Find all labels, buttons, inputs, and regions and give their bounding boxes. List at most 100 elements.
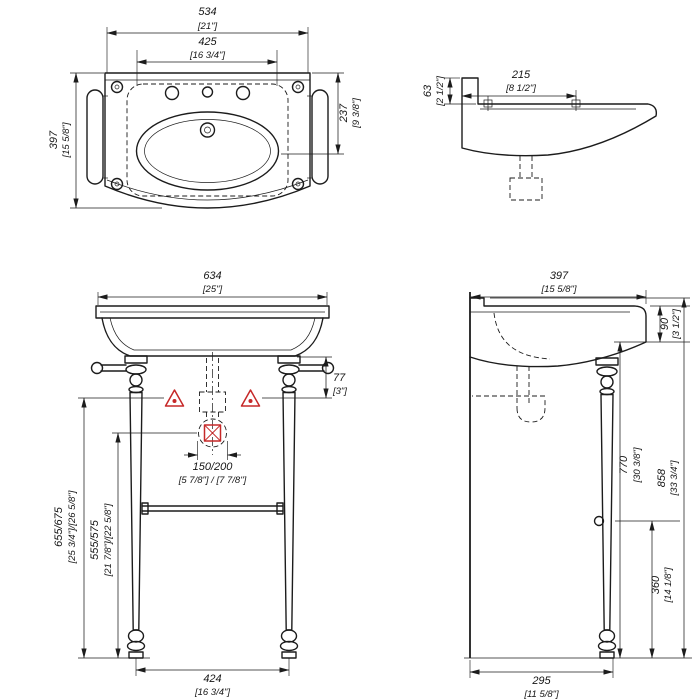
leg-capital-ball xyxy=(129,373,143,387)
dim-text-inch: [14 1/8"] xyxy=(663,567,674,603)
supply-symbol-right-dot xyxy=(248,399,253,403)
dim-text-inch: [9 3/8"] xyxy=(351,98,362,129)
bowl-inner xyxy=(144,119,271,183)
basin-front-rim xyxy=(95,305,330,319)
dim-text-mm: 634 xyxy=(203,270,221,282)
corner-rosette-center xyxy=(295,84,301,90)
dim-front-foot-spacing: 424 [16 3/4"] xyxy=(135,658,290,698)
corner-rosette-center xyxy=(114,84,120,90)
leg-collar xyxy=(281,385,297,394)
leg-foot-bulb xyxy=(280,629,298,643)
leg-left xyxy=(124,355,148,659)
leg-foot-disc xyxy=(597,640,617,652)
dim-text-inch: [15 5/8"] xyxy=(61,122,72,158)
dim-text-inch: [2 1/2"] xyxy=(435,76,446,107)
faucet-hole-center xyxy=(201,86,214,98)
dim-text-mm: 237 xyxy=(338,103,350,123)
dim-front-supply-height: 655/675 [25 3/4"]/[26 5/8"] xyxy=(53,397,164,659)
faucet-hole-right xyxy=(235,85,251,101)
leg-shaft xyxy=(129,391,143,631)
basin-front-apron-inner xyxy=(109,317,316,351)
dim-text-mm: 424 xyxy=(203,673,221,685)
leg-capital-torus xyxy=(125,364,147,375)
corner-rosette xyxy=(291,80,305,94)
dim-text-inch: [3 1/2"] xyxy=(671,309,682,340)
corner-rosette xyxy=(110,80,124,94)
dim-text-mm: 534 xyxy=(198,6,216,18)
dim-front-waste-spacing: 150/200 [5 7/8"] / [7 7/8"] xyxy=(178,441,247,486)
overflow-hole-inner xyxy=(204,126,211,134)
leg-foot-bulb xyxy=(598,629,616,643)
waste-symbol-square xyxy=(203,424,222,442)
leg-foot-bulb xyxy=(127,629,145,643)
trap-u-hidden xyxy=(516,398,546,423)
dim-plan-deck-width: 425 [16 3/4"] xyxy=(136,36,278,86)
dim-side-underside-height: 770 [30 3/8"] xyxy=(617,341,643,659)
dim-text-mm: 295 xyxy=(531,675,551,687)
leg-foot-base xyxy=(599,651,615,659)
towel-bar-right xyxy=(311,89,329,185)
leg-capital-torus xyxy=(278,364,300,375)
dim-text-inch: [15 5/8"] xyxy=(540,284,576,295)
towel-bar-left xyxy=(86,89,104,185)
leg-shaft xyxy=(600,393,614,631)
dim-text-mm: 397 xyxy=(48,130,60,149)
basin-side-profile xyxy=(461,77,658,157)
side-bar-right-ball xyxy=(321,361,335,375)
dim-text-mm: 555/575 xyxy=(89,519,101,560)
leg-right xyxy=(277,355,301,659)
leg-capital-ball xyxy=(282,373,296,387)
dim-text-inch: [8 1/2"] xyxy=(505,83,536,94)
dim-plan-bowl-offset: 237 [9 3/8"] xyxy=(281,72,362,155)
leg-capital-ball xyxy=(600,375,614,389)
dim-side-foot-depth: 295 [11 5/8"] xyxy=(469,658,614,700)
dim-front-waste-height: 555/575 [21 7/8"]/[22 5/8"] xyxy=(89,432,197,659)
basin-side-profile xyxy=(469,297,647,368)
view-console-front: 634 [25"] 77 [3"] 150/200 [5 7/8"] / [7 … xyxy=(53,270,347,698)
leg-capital-torus xyxy=(596,366,618,377)
dim-text-inch: [21"] xyxy=(197,21,218,32)
dim-text-mm: 858 xyxy=(656,468,668,487)
dim-text-inch: [33 3/4"] xyxy=(669,460,680,496)
bowl-rim xyxy=(135,111,280,191)
deck-hidden-edge xyxy=(126,83,289,197)
leg-foot-base xyxy=(281,651,297,659)
dim-text-mm: 77 xyxy=(333,372,346,384)
dim-text-mm: 655/675 xyxy=(53,506,65,547)
dim-front-supply-drop: 77 [3"] xyxy=(262,356,347,399)
side-bar-left-ball xyxy=(90,361,104,375)
supply-symbol-left-triangle xyxy=(164,389,185,407)
dim-text-mm: 425 xyxy=(198,36,217,48)
dim-plan-overall-depth: 397 [15 5/8"] xyxy=(48,72,162,209)
dim-text-mm: 770 xyxy=(618,455,630,474)
dim-plan-overall-width: 534 [21"] xyxy=(106,6,309,73)
waste-trap-hidden xyxy=(199,391,226,413)
dim-side-rail-height: 360 [14 1/8"] xyxy=(615,520,680,659)
dim-text-inch: [25 3/4"]/[26 5/8"] xyxy=(67,490,78,564)
corner-rosette xyxy=(291,177,305,191)
view-console-side: 397 [15 5/8"] 90 [3 1/2"] 770 [30 3/8"] … xyxy=(464,270,692,700)
leg-collar xyxy=(128,385,144,394)
dim-side-overall-height: 858 [33 3/4"] xyxy=(490,297,690,659)
corner-rosette-center xyxy=(114,181,120,187)
dim-text-mm: 360 xyxy=(650,575,662,594)
dim-text-inch: [3"] xyxy=(332,386,347,397)
dim-text-mm: 150/200 xyxy=(193,461,234,473)
supply-symbol-left-dot xyxy=(172,399,177,403)
view-basin-side: 63 [2 1/2"] 215 [8 1/2"] xyxy=(422,69,658,201)
dim-text-inch: [5 7/8"] / [7 7/8"] xyxy=(178,475,247,486)
leg-foot-disc xyxy=(126,640,146,652)
leg-shaft xyxy=(282,391,296,631)
overflow-hole xyxy=(199,122,216,138)
dim-text-inch: [30 3/8"] xyxy=(632,447,643,483)
dim-text-inch: [11 5/8"] xyxy=(523,689,559,700)
drain-hidden-flange xyxy=(509,177,543,201)
cross-rail-bracket-left xyxy=(141,502,149,515)
dim-text-mm: 397 xyxy=(550,270,569,282)
bowl-hidden-section xyxy=(493,312,551,360)
leg-side xyxy=(595,357,619,659)
dim-side-apron-height: 90 [3 1/2"] xyxy=(614,305,690,343)
dim-text-inch: [25"] xyxy=(202,284,223,295)
